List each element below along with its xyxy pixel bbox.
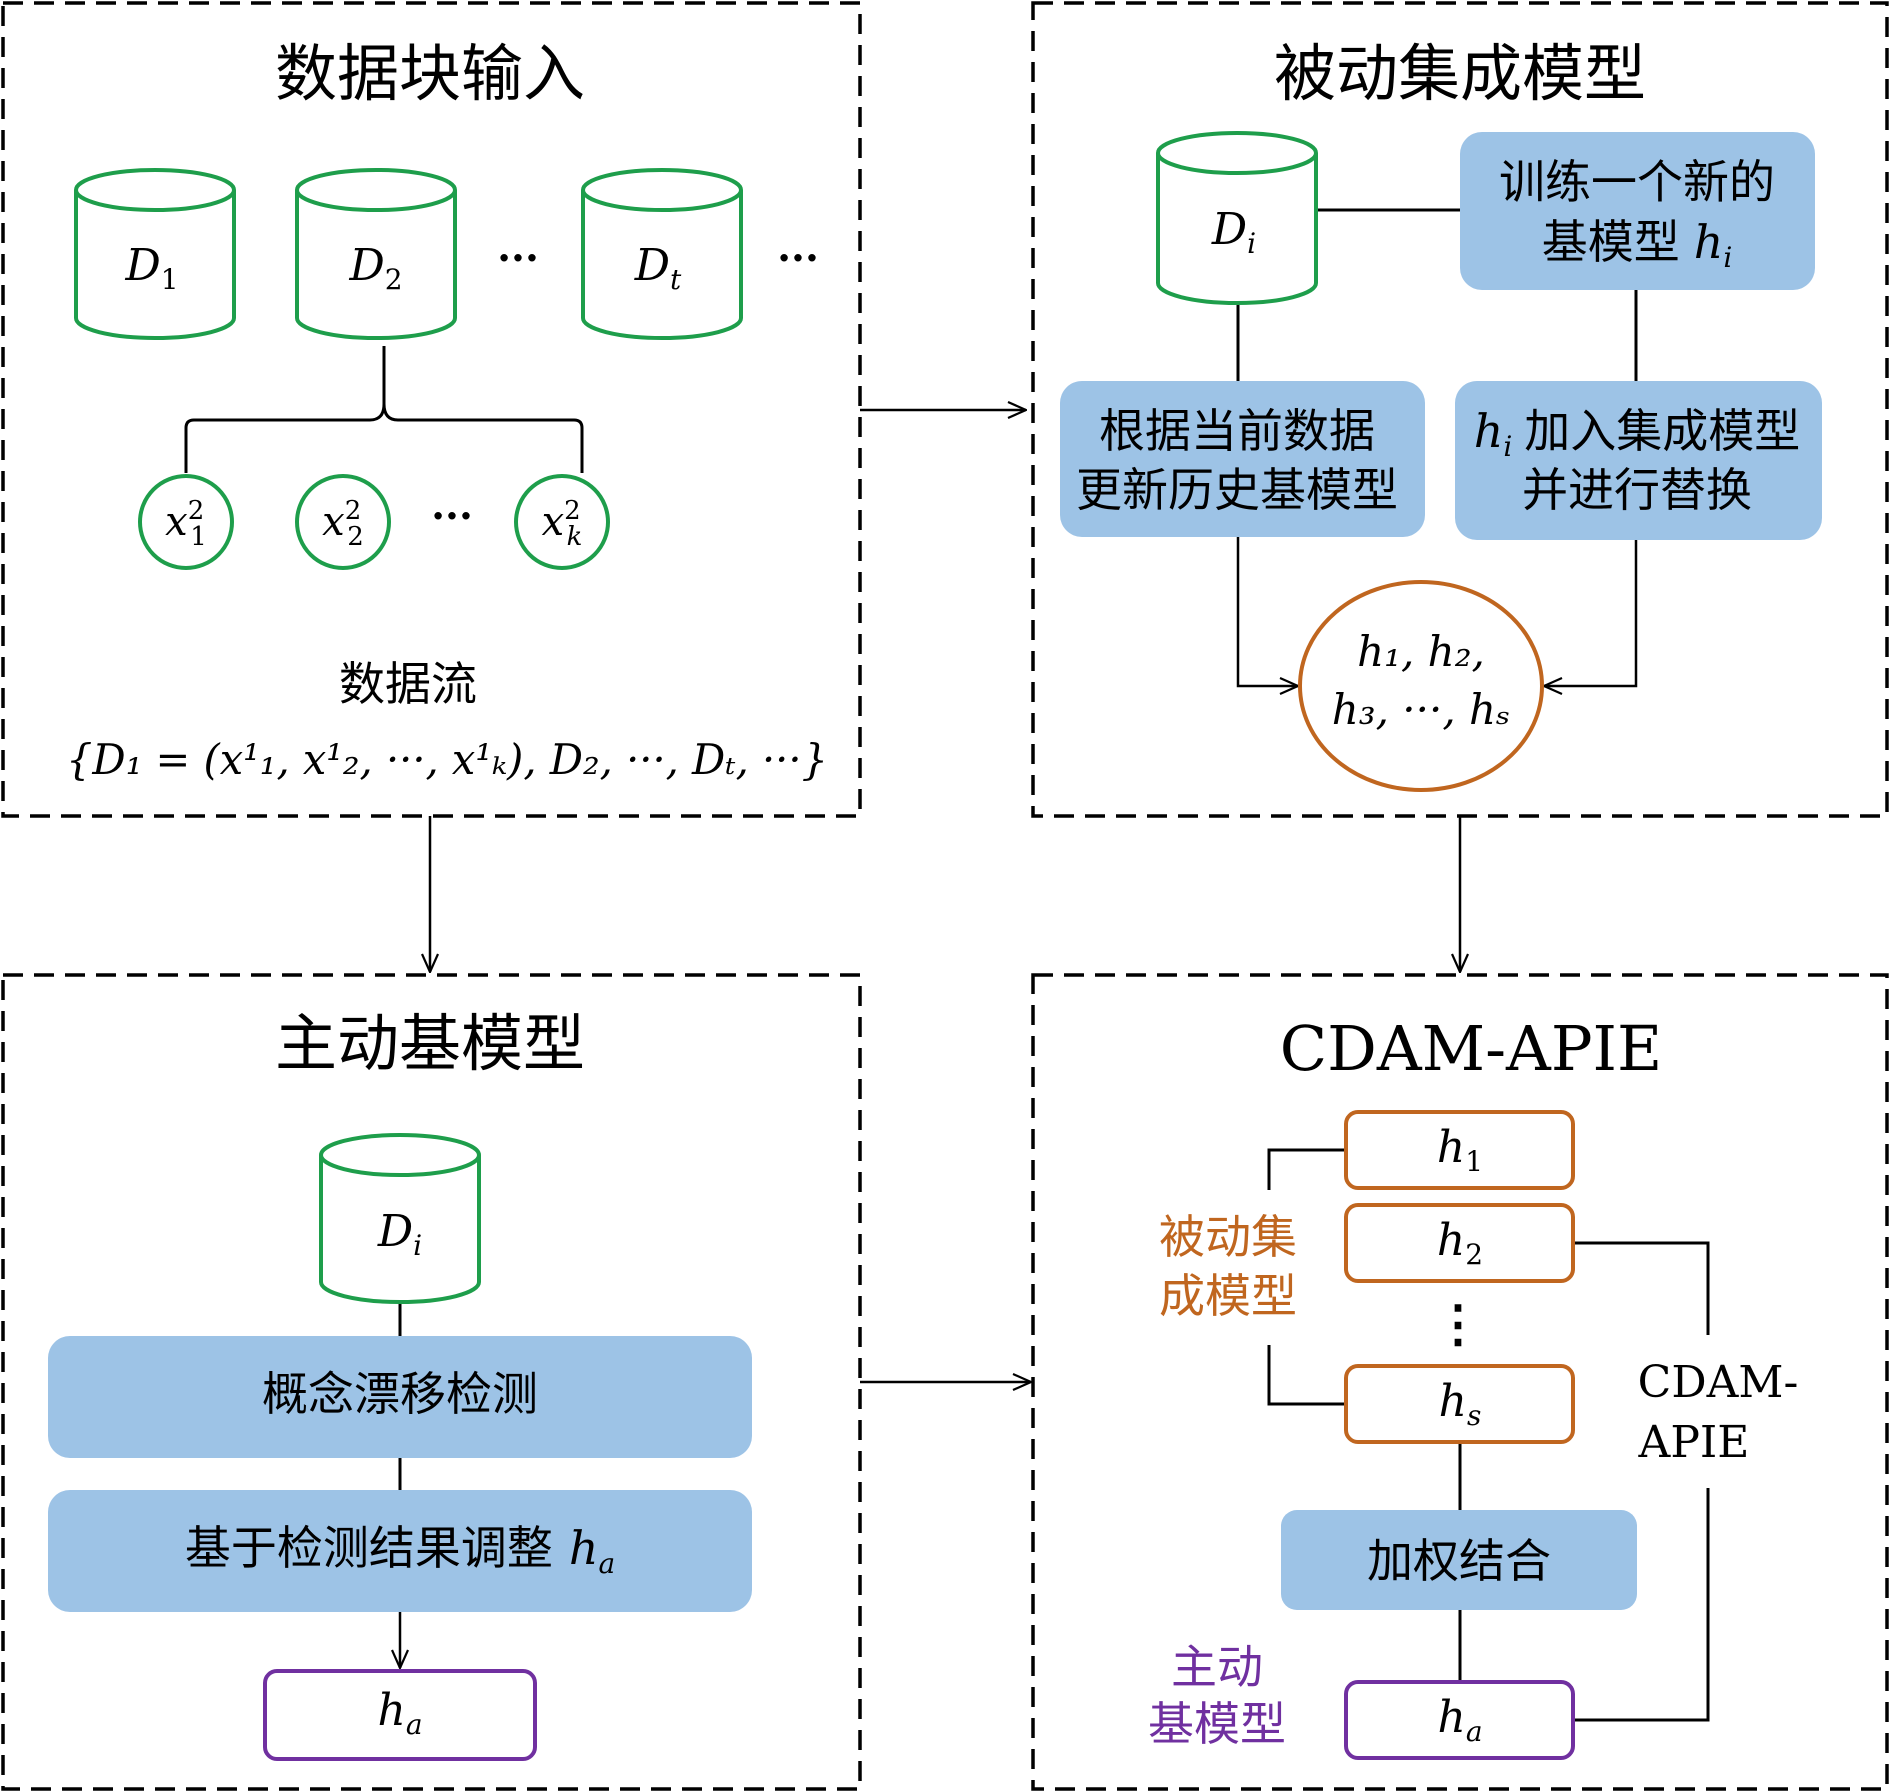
passive-group-label-line1: 被动集 — [1159, 1210, 1297, 1264]
train-box-line1: 训练一个新的 — [1499, 155, 1775, 209]
stream-label: 数据流 — [339, 657, 477, 711]
passive-model-h1-label: h1 — [1437, 1122, 1483, 1178]
side-label-line1: CDAM- — [1638, 1357, 1799, 1408]
weighted-combine-box — [1281, 1510, 1637, 1610]
add-box-line2: 并进行替换 — [1522, 463, 1752, 517]
arrow-add-to-ensemble — [1544, 540, 1638, 686]
update-box-line1: 根据当前数据 — [1099, 404, 1375, 458]
panel-input-border — [1, 1, 862, 818]
train-new-model-box — [1460, 132, 1815, 290]
panel-final-border — [1031, 973, 1889, 1791]
cylinder-d1-label: D1 — [124, 240, 178, 296]
active-group-label-line2: 基模型 — [1148, 1697, 1286, 1751]
cylinder-dt-label: Dt — [634, 240, 682, 296]
adjust-model-box — [48, 1490, 752, 1612]
cylinder-d1 — [74, 168, 236, 340]
cylinder-di-passive — [1156, 131, 1318, 305]
sample-x12 — [138, 474, 234, 570]
cylinder-d2 — [295, 168, 457, 340]
drift-detection-box — [48, 1336, 752, 1458]
final-active-model-ha-box — [1344, 1680, 1575, 1760]
drift-detection-label: 概念漂移检测 — [262, 1367, 538, 1421]
weighted-combine-label: 加权结合 — [1367, 1534, 1551, 1588]
update-box-line2: 更新历史基模型 — [1076, 463, 1398, 517]
active-panel-title: 主动基模型 — [275, 1007, 585, 1080]
sample-xk2 — [514, 474, 610, 570]
final-panel-title: CDAM-APIE — [1280, 1012, 1663, 1085]
passive-model-h2-box — [1344, 1203, 1575, 1283]
passive-model-hs-box — [1344, 1364, 1575, 1444]
active-model-ha-label: ha — [377, 1685, 422, 1741]
passive-group-bracket-bottom — [1267, 1345, 1346, 1406]
passive-model-h1-box — [1344, 1110, 1575, 1190]
side-bracket-bottom — [1573, 1488, 1710, 1722]
sample-x22 — [295, 474, 391, 570]
passive-model-vdots: ⋮ — [1433, 1294, 1483, 1353]
active-group-label-line1: 主动 — [1171, 1640, 1263, 1694]
ensemble-line2: h₃, ···, hₛ — [1332, 685, 1511, 734]
arrow-update-to-ensemble — [1236, 537, 1298, 686]
final-active-model-ha-label: ha — [1437, 1692, 1482, 1748]
add-to-ensemble-box — [1455, 381, 1822, 540]
cylinder-di-passive-label: Di — [1211, 204, 1256, 260]
ensemble-pool — [1298, 580, 1544, 792]
passive-group-bracket-top — [1267, 1148, 1346, 1190]
passive-group-label-line2: 成模型 — [1159, 1269, 1297, 1323]
cylinders-ellipsis-2: ··· — [777, 235, 819, 282]
input-panel-title: 数据块输入 — [275, 37, 585, 110]
cylinder-d2-label: D2 — [348, 240, 402, 296]
stream-formula: {D₁ = (x¹₁, x¹₂, ···, x¹ₖ), D₂, ···, Dₜ,… — [66, 735, 828, 784]
side-bracket-top — [1573, 1241, 1710, 1335]
cylinder-di-active-label: Di — [377, 1206, 422, 1262]
passive-model-hs-label: hs — [1439, 1376, 1482, 1432]
update-history-box — [1060, 381, 1425, 537]
cylinder-di-active — [319, 1133, 481, 1304]
passive-panel-title: 被动集成模型 — [1274, 37, 1646, 110]
passive-model-h2-label: h2 — [1437, 1215, 1483, 1271]
ensemble-line1: h₁, h₂, — [1357, 627, 1485, 676]
split-brace — [184, 346, 584, 473]
cylinders-ellipsis-1: ··· — [497, 235, 539, 282]
side-label-line2: APIE — [1638, 1417, 1750, 1468]
samples-ellipsis: ··· — [431, 493, 473, 540]
cylinder-dt — [581, 168, 743, 340]
active-model-ha-box — [263, 1669, 537, 1761]
